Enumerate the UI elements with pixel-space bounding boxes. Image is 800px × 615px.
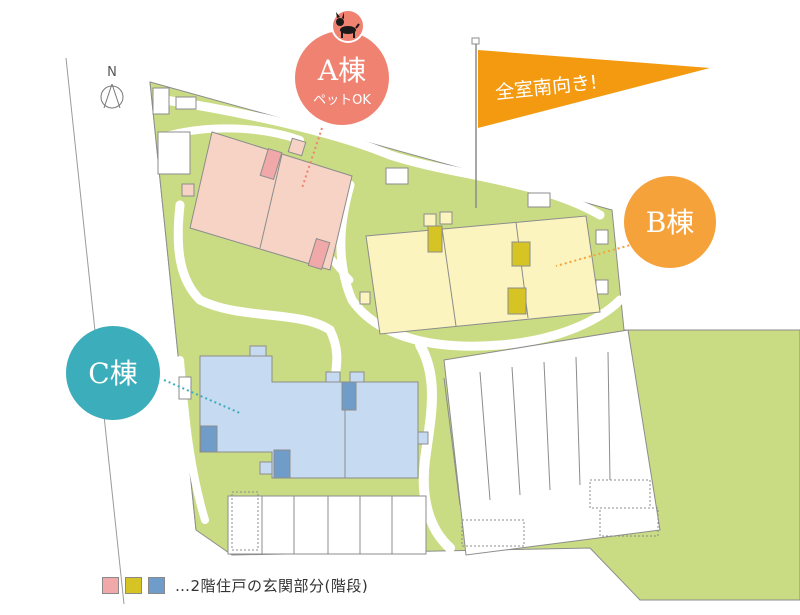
parking-lines [443,351,611,506]
building-a-name: A棟 [317,54,366,87]
parking-lot [443,329,661,556]
building-c-name: C棟 [88,357,137,390]
bottom-parking-row [227,491,427,555]
legend-swatch-a [102,576,119,594]
building-c-block [199,345,429,479]
legend: …2階住戸の玄関部分(階段) [102,574,368,596]
legend-swatch-b [125,576,142,594]
building-a-note: ペットOK [313,93,371,108]
building-b-bubble[interactable]: B棟 [624,176,716,268]
building-a-bubble[interactable]: A棟 ペットOK [295,9,389,125]
building-b-block [359,211,601,335]
compass-label: N [107,65,117,80]
banner-flag: 全室南向き! [471,37,710,208]
small-structures [152,87,609,400]
pointer-a [301,127,323,189]
pointer-b [555,243,635,267]
legend-text: …2階住戸の玄関部分(階段) [175,576,369,595]
legend-swatch-c [148,576,165,594]
building-c-bubble[interactable]: C棟 [66,326,160,420]
building-a-block [181,131,353,271]
building-b-name: B棟 [646,206,695,239]
compass-icon: N [100,65,124,109]
pointer-c [163,379,243,415]
dog-icon [336,12,360,38]
parking-spaces-dashed [461,479,659,547]
